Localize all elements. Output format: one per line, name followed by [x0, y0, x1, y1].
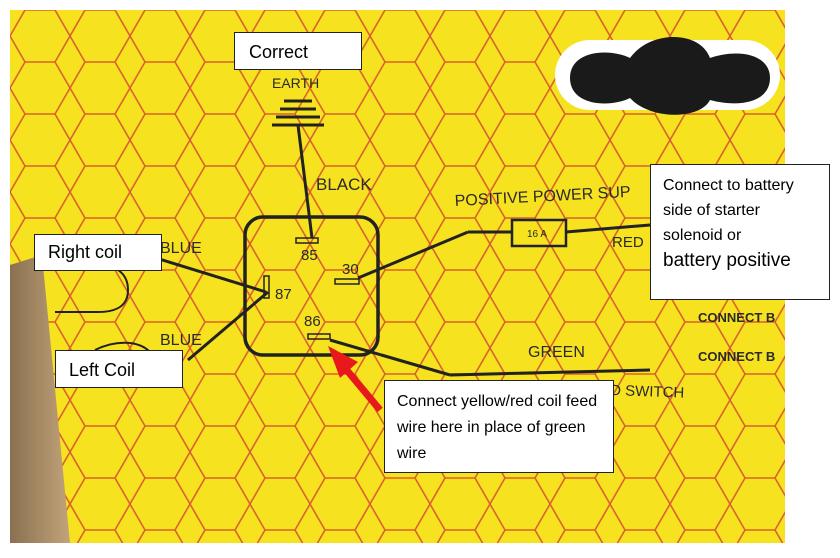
fuse [510, 218, 568, 248]
connect-label-1: CONNECT B [698, 310, 775, 325]
pin-86-terminal [307, 333, 331, 340]
pin-85-label: 85 [301, 247, 318, 264]
blue-left-label: BLUE [160, 332, 202, 349]
background-wall [10, 255, 70, 543]
pin-30-terminal [334, 278, 360, 285]
callout-battery: Connect to battery side of starter solen… [650, 164, 830, 300]
red-label: RED [612, 234, 644, 251]
callout-battery-positive: battery positive [663, 250, 791, 271]
earth-symbol [272, 99, 324, 127]
hanging-hole [555, 37, 780, 115]
green-label: GREEN [528, 344, 585, 361]
callout-correct-text: Correct [249, 42, 309, 62]
callout-left-coil: Left Coil [55, 350, 183, 388]
pin-30-label: 30 [342, 261, 359, 278]
black-label: BLACK [316, 175, 372, 194]
callout-yellow-red-text: Connect yellow/red coil feed wire here i… [397, 393, 598, 462]
callout-left-coil-text: Left Coil [69, 360, 136, 380]
pin-86-label: 86 [304, 313, 321, 330]
callout-battery-text: Connect to battery side of starter solen… [663, 177, 794, 244]
callout-right-coil: Right coil [34, 234, 162, 271]
callout-yellow-red: Connect yellow/red coil feed wire here i… [384, 380, 614, 473]
pin-85-terminal [295, 237, 319, 244]
callout-correct: Correct [234, 32, 362, 70]
red-arrow-icon [328, 346, 383, 413]
earth-label: EARTH [272, 75, 319, 91]
fuse-label: 16 A [527, 229, 547, 240]
blue-right-label: BLUE [160, 240, 202, 257]
pin-87-label: 87 [275, 286, 292, 303]
callout-right-coil-text: Right coil [48, 242, 123, 262]
pin-87-terminal [263, 275, 270, 299]
switch-label: D SWITCH [610, 382, 685, 402]
connect-label-2: CONNECT B [698, 349, 775, 364]
